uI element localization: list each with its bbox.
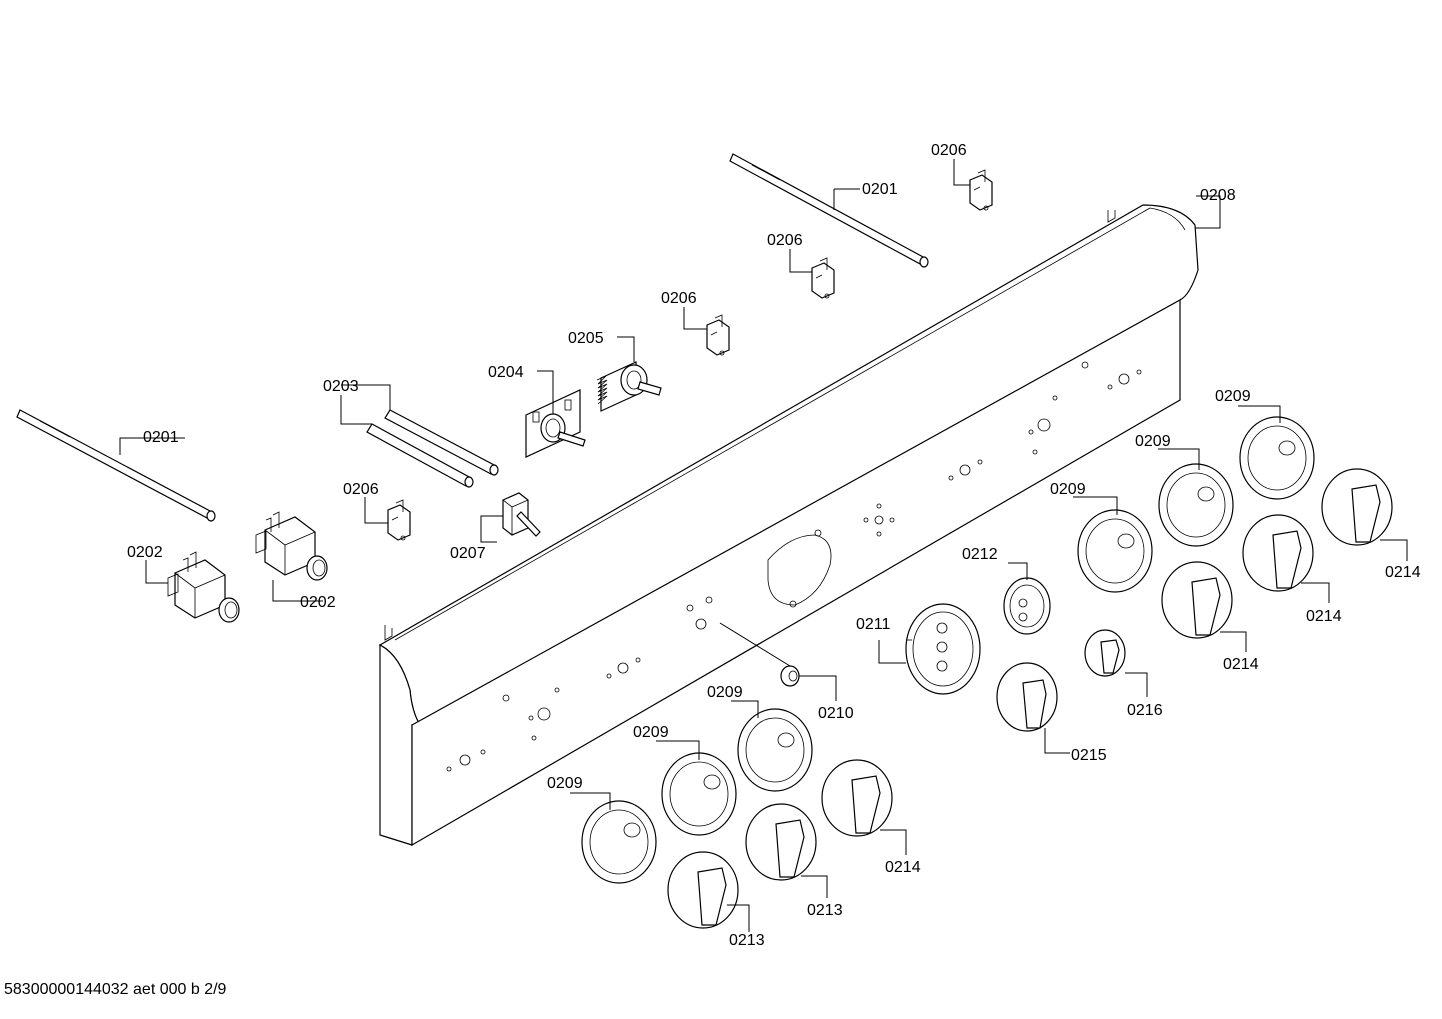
callout-0203: 0203 [323,378,359,395]
knob-0214-3 [1242,514,1314,592]
callout-0206-b: 0206 [661,290,697,307]
callout-0202-left: 0202 [127,544,163,561]
spacer-0210 [780,665,800,687]
callout-0209-a: 0209 [547,775,583,792]
toggle-switch-0207 [502,492,541,537]
microswitch-0206-a [387,499,411,541]
knob-0214-2 [1161,561,1233,639]
callout-0205: 0205 [568,330,604,347]
rod-0201-left [16,409,216,522]
callout-0213-a: 0213 [729,932,765,949]
callout-0201-left: 0201 [143,429,179,446]
knob-0215 [996,662,1058,732]
knob-0214-1 [821,759,893,837]
callout-0212: 0212 [962,546,998,563]
bezel-0209-4 [1077,509,1153,593]
callout-0209-c: 0209 [707,684,743,701]
callout-0214-a: 0214 [885,859,921,876]
leader-lines [119,159,1408,932]
valve-0202-right [255,511,328,581]
callout-0214-c: 0214 [1306,608,1342,625]
drawing-id-footer: 58300000144032 aet 000 b 2/9 [4,981,227,998]
rod-0203-lower [366,423,474,488]
callout-0204: 0204 [488,364,524,381]
microswitch-0206-d [969,169,993,211]
callout-0208: 0208 [1200,187,1236,204]
callout-0209-e: 0209 [1135,433,1171,450]
rod-0203-upper [384,409,499,476]
knob-0216 [1084,629,1126,677]
control-panel-0208 [378,204,1199,847]
bezel-0209-2 [661,752,737,836]
bezel-0209-1 [581,800,657,884]
callout-0209-d: 0209 [1050,481,1086,498]
callout-0214-d: 0214 [1385,564,1421,581]
bezel-0209-5 [1158,463,1234,547]
microswitch-0206-c [811,257,835,299]
switch-0205 [596,361,662,412]
knob-0214-4 [1321,468,1393,546]
rod-0201-top [729,153,929,268]
callout-0206-a: 0206 [343,481,379,498]
bezel-0209-3 [737,708,813,792]
switch-0204 [525,389,586,458]
callout-labels: 0201 0201 0202 0202 0203 0204 0205 0206 … [127,142,1421,949]
callout-0209-b: 0209 [633,724,669,741]
callout-0201-top: 0201 [862,181,898,198]
callout-0216: 0216 [1127,702,1163,719]
callout-0215: 0215 [1071,747,1107,764]
ring-0211 [905,603,981,695]
callout-0209-f: 0209 [1215,388,1251,405]
valve-0202-left [167,551,240,623]
callout-0210: 0210 [818,705,854,722]
callout-0202-right: 0202 [300,594,336,611]
callout-0213-b: 0213 [807,902,843,919]
microswitch-0206-b [706,314,730,356]
ring-0212 [1003,577,1051,635]
callout-0206-d: 0206 [931,142,967,159]
bezel-0209-6 [1239,416,1315,500]
callout-0211: 0211 [856,616,891,633]
callout-0214-b: 0214 [1223,656,1259,673]
callout-0206-c: 0206 [767,232,803,249]
knob-0213-1 [667,851,739,929]
knob-0213-2 [745,803,817,881]
callout-0207: 0207 [450,545,486,562]
